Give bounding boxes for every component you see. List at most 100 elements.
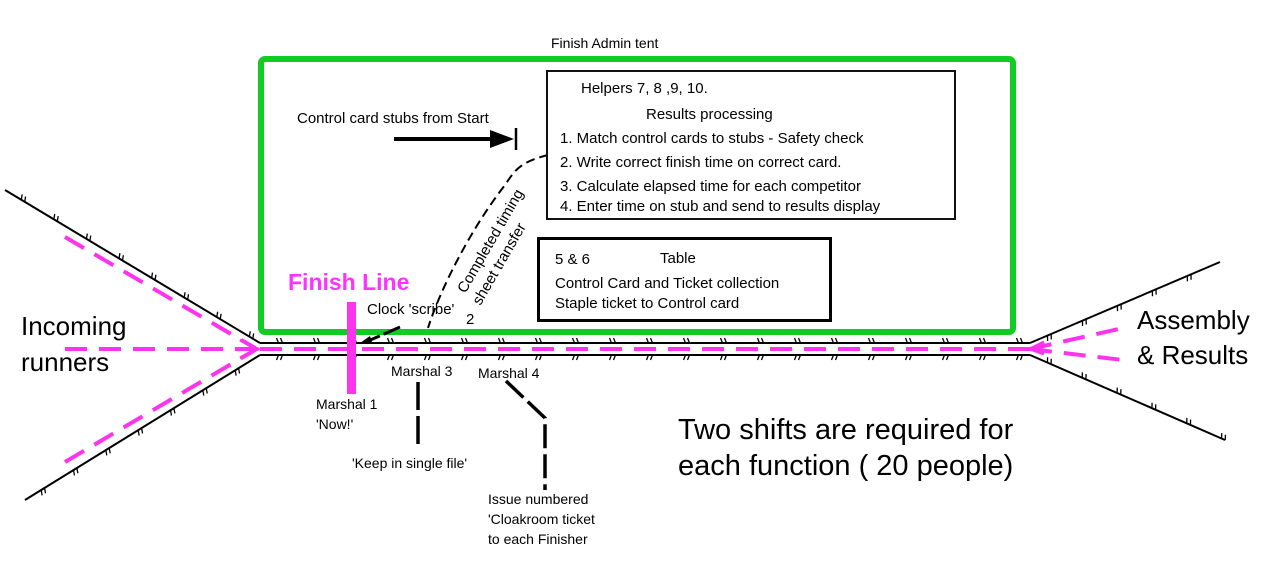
clock-scribe-pointer xyxy=(367,325,401,343)
marshal1-quote: 'Now!' xyxy=(316,416,354,432)
hatch-tick xyxy=(941,354,946,361)
hatch-tick xyxy=(723,337,728,344)
table-line: Staple ticket to Control card xyxy=(555,295,740,312)
hatch-tick xyxy=(719,337,724,344)
hatch-tick xyxy=(279,337,284,344)
hatch-tick xyxy=(612,337,617,344)
tent-title: Finish Admin tent xyxy=(551,35,659,51)
hatch-tick xyxy=(686,354,691,361)
hatch-tick xyxy=(76,467,79,474)
hatch-tick xyxy=(793,354,798,361)
hatch-tick xyxy=(982,337,987,344)
tape-hatch-marks xyxy=(20,194,1227,496)
hatch-tick xyxy=(118,253,121,259)
hatch-tick xyxy=(612,354,617,361)
hatch-tick xyxy=(575,354,580,361)
hatch-tick xyxy=(279,354,284,361)
hatch-tick xyxy=(169,410,173,416)
hatch-tick xyxy=(316,354,321,361)
hatch-tick xyxy=(20,194,23,200)
hatch-tick xyxy=(460,337,465,344)
hatch-tick xyxy=(978,337,983,344)
hatch-tick xyxy=(237,368,241,374)
hatch-tick xyxy=(908,337,913,344)
runner-paths xyxy=(63,235,1124,464)
hatch-tick xyxy=(834,354,839,361)
hatch-tick xyxy=(575,337,580,344)
hatch-tick xyxy=(871,337,876,344)
hatch-tick xyxy=(386,337,391,344)
hatch-tick xyxy=(760,354,765,361)
hatch-tick xyxy=(941,337,946,344)
control-stubs-arrow xyxy=(394,128,518,150)
timing-sheet-transfer-path xyxy=(427,154,549,329)
hatch-tick xyxy=(53,213,56,220)
results-processing-heading: Results processing xyxy=(646,106,773,123)
hatch-tick xyxy=(464,354,469,361)
helpers-label: Helpers 7, 8 ,9, 10. xyxy=(581,80,708,97)
hatch-tick xyxy=(386,354,391,361)
hatch-tick xyxy=(248,331,251,337)
hatch-tick xyxy=(43,487,47,494)
hatch-tick xyxy=(234,370,237,376)
hatch-tick xyxy=(797,354,802,361)
clock-scribe-number: 2 xyxy=(466,311,475,328)
runner-path-upper-left xyxy=(63,235,257,350)
hatch-tick xyxy=(183,292,186,298)
hatch-tick xyxy=(108,447,111,454)
hatch-tick xyxy=(538,337,543,344)
hatch-tick xyxy=(252,333,255,339)
table-helpers-label: 5 & 6 xyxy=(555,251,591,268)
clock-scribe-label: Clock 'scribe' xyxy=(367,301,455,318)
finish-line-label: Finish Line xyxy=(288,269,410,295)
hatch-tick xyxy=(140,427,144,434)
marshal1-label: Marshal 1 xyxy=(316,396,378,412)
hatch-tick xyxy=(154,274,157,281)
hatch-tick xyxy=(497,337,502,344)
runner-path-lower-right xyxy=(1029,347,1124,362)
table-heading: Table xyxy=(660,250,696,267)
hatch-tick xyxy=(85,233,88,239)
hatch-tick xyxy=(1015,354,1020,361)
hatch-tick xyxy=(316,337,321,344)
hatch-tick xyxy=(534,337,539,344)
runner-path-lower-left xyxy=(63,348,257,464)
hatch-tick xyxy=(24,196,27,202)
table-box: 5 & 6 Table Control Card and Ticket coll… xyxy=(537,237,832,322)
marshal3-note: 'Keep in single file' xyxy=(352,455,468,471)
hatch-tick xyxy=(982,354,987,361)
hatch-tick xyxy=(760,337,765,344)
marshal4-pointer xyxy=(504,379,547,490)
hatch-tick xyxy=(219,313,222,320)
incoming-arrow-head xyxy=(239,338,262,360)
hatch-tick xyxy=(390,337,395,344)
shifts-note-2: each function ( 20 people) xyxy=(678,450,1014,482)
left-upper-funnel-edge xyxy=(4,189,261,344)
hatch-tick xyxy=(608,354,613,361)
hatch-tick xyxy=(830,337,835,344)
left-lower-funnel-edge xyxy=(24,354,261,501)
hatch-tick xyxy=(645,354,650,361)
hatch-tick xyxy=(534,354,539,361)
hatch-tick xyxy=(275,354,280,361)
hatch-tick xyxy=(723,354,728,361)
incoming-runners-label-2: runners xyxy=(21,347,110,377)
hatch-tick xyxy=(202,390,205,396)
hatch-tick xyxy=(150,272,154,279)
hatch-tick xyxy=(904,337,909,344)
hatch-tick xyxy=(904,354,909,361)
hatch-tick xyxy=(464,337,469,344)
hatch-tick xyxy=(427,337,432,344)
hatch-tick xyxy=(173,407,176,414)
hatch-tick xyxy=(682,337,687,344)
clock-scribe-pointer-head xyxy=(360,336,372,343)
runner-path-upper-right xyxy=(1029,326,1124,351)
hatch-tick xyxy=(275,337,280,344)
step-item: 4. Enter time on stub and send to result… xyxy=(560,198,881,215)
hatch-tick xyxy=(1015,337,1020,344)
outgoing-arrow-head xyxy=(1026,340,1045,356)
hatch-tick xyxy=(608,337,613,344)
hatch-tick xyxy=(571,337,576,344)
hatch-tick xyxy=(423,354,428,361)
hatch-tick xyxy=(945,354,950,361)
